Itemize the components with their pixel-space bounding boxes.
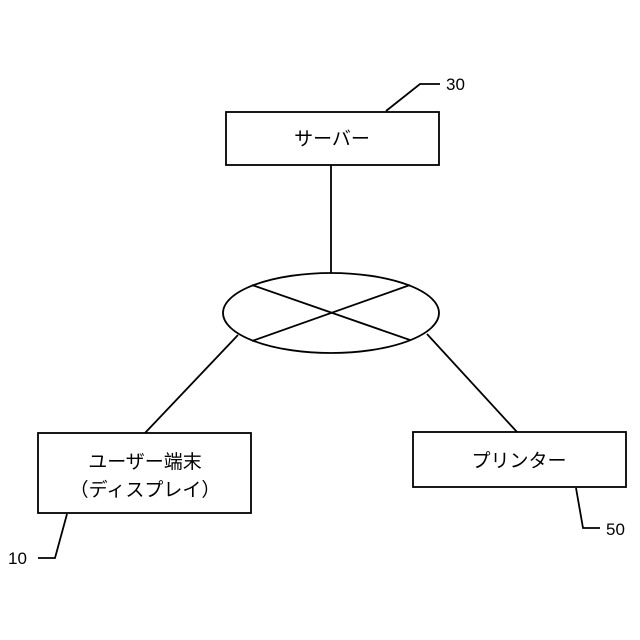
printer-ref-number: 50 — [606, 520, 625, 539]
server-label: サーバー — [294, 128, 370, 150]
network-node — [223, 273, 439, 353]
user-terminal-ref-number: 10 — [8, 549, 27, 568]
user-terminal-node: ユーザー端末 （ディスプレイ） — [38, 433, 251, 513]
printer-ref-leader — [576, 488, 600, 528]
printer-label: プリンター — [471, 450, 566, 472]
printer-node: プリンター — [413, 432, 626, 487]
user-terminal-ref-leader — [38, 514, 67, 558]
server-node: サーバー — [226, 112, 439, 165]
user-terminal-label-line1: ユーザー端末 — [88, 451, 202, 473]
user-terminal-box — [38, 433, 251, 513]
server-ref-number: 30 — [446, 75, 465, 94]
server-ref-leader — [386, 84, 440, 111]
user-terminal-label-line2: （ディスプレイ） — [70, 479, 221, 501]
network-printer-connector — [427, 334, 517, 432]
network-user-terminal-connector — [145, 335, 238, 433]
